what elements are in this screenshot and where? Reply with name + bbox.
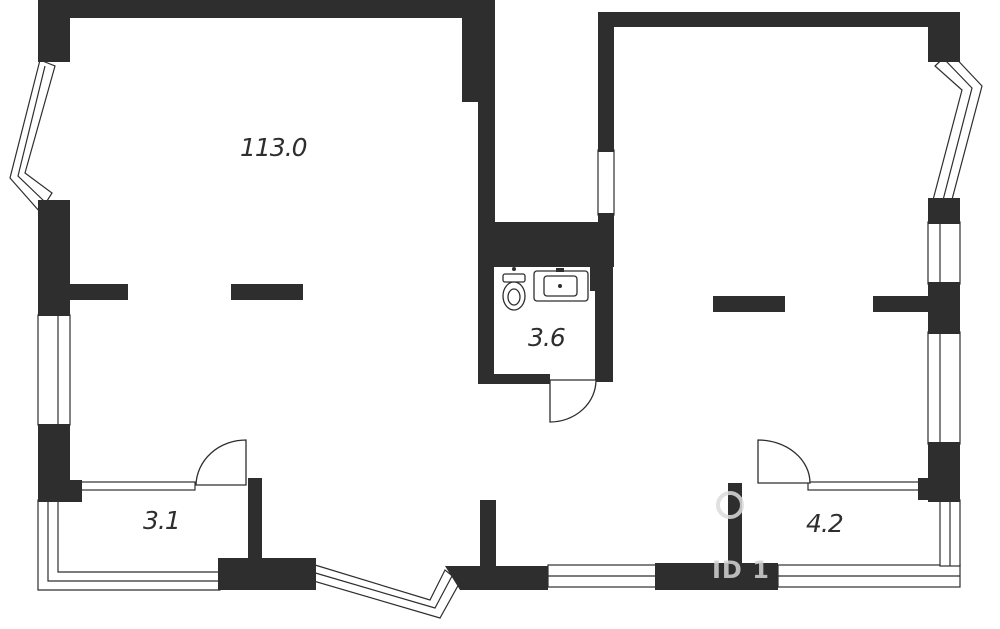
glazing-balcony-right-inner <box>807 481 924 491</box>
wall-stub-right-1 <box>713 296 785 312</box>
watermark: ID 1 <box>712 491 770 584</box>
area-label-balcony-left: 3.1 <box>143 506 180 535</box>
wall-right-mid-2 <box>928 282 960 334</box>
wall-balcony-right-left <box>728 483 742 567</box>
window-right-bay <box>932 51 983 208</box>
wall-left-mid <box>38 200 70 316</box>
wall-right-mid-1 <box>928 198 960 224</box>
wall-bottom-3 <box>655 563 778 590</box>
wall-stub-right-2 <box>873 296 930 312</box>
wall-bath-top <box>478 222 614 267</box>
sink-icon <box>533 268 589 302</box>
wall-stub-left-1 <box>70 284 128 300</box>
window-interior <box>597 149 615 216</box>
wall-bath-bottom <box>478 374 550 384</box>
wall-top-left <box>38 0 495 18</box>
area-label-bathroom: 3.6 <box>528 323 565 352</box>
wall-corner-bl <box>60 480 82 502</box>
glazing-balcony-left-inner <box>79 481 196 491</box>
fixtures <box>502 267 589 311</box>
wall-bottom-1 <box>218 558 316 590</box>
window-balcony-left <box>37 499 221 591</box>
wall-bath-left <box>478 222 494 384</box>
wall-right-top-corner <box>928 12 960 62</box>
wall-top-left-inner <box>462 0 495 102</box>
doors <box>195 379 811 486</box>
door-balcony-right <box>757 439 811 484</box>
wall-right-room-left <box>598 12 614 152</box>
wall-bath-right <box>595 222 613 382</box>
window-bottom-center <box>309 564 461 619</box>
wall-bath-right-step <box>590 267 604 291</box>
wall-center-divider <box>478 90 495 240</box>
wall-left-top-corner <box>38 0 70 62</box>
toilet-icon <box>502 267 526 311</box>
door-balcony-left <box>195 439 247 486</box>
wall-corner-br <box>918 478 940 500</box>
wall-top-right <box>598 12 960 27</box>
wall-bottom-2 <box>445 566 548 590</box>
area-labels: 113.0 3.6 3.1 4.2 <box>143 133 844 538</box>
wall-center-bottom-stub <box>480 500 496 566</box>
window-right-middle <box>927 331 961 445</box>
window-left-middle <box>37 314 71 426</box>
window-left-bay <box>9 59 56 213</box>
door-bathroom <box>549 379 597 423</box>
windows <box>9 51 983 619</box>
window-right-upper <box>927 221 961 285</box>
watermark-text: ID 1 <box>712 556 770 584</box>
wall-stub-left-2 <box>231 284 303 300</box>
area-label-main: 113.0 <box>240 133 307 162</box>
area-label-balcony-right: 4.2 <box>806 509 843 538</box>
wall-balcony-left-right <box>248 478 262 566</box>
walls <box>38 0 960 590</box>
